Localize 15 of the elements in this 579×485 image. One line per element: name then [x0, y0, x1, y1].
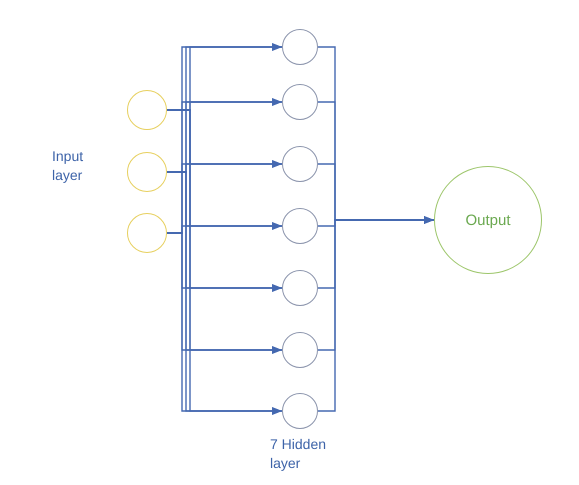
hidden-neuron — [282, 208, 318, 244]
layer-label: Input layer — [52, 147, 84, 185]
input-neuron — [127, 90, 167, 130]
hidden-neuron — [282, 146, 318, 182]
input-neuron — [127, 152, 167, 192]
input-neuron — [127, 213, 167, 253]
layer-label: 7 Hidden layer — [270, 435, 328, 473]
hidden-neuron — [282, 270, 318, 306]
hidden-neuron — [282, 332, 318, 368]
arrow — [167, 232, 282, 415]
node-label: Output — [465, 212, 511, 228]
hidden-neuron — [282, 393, 318, 429]
hidden-neuron — [282, 29, 318, 65]
hidden-neuron — [282, 84, 318, 120]
arrow — [318, 216, 434, 412]
